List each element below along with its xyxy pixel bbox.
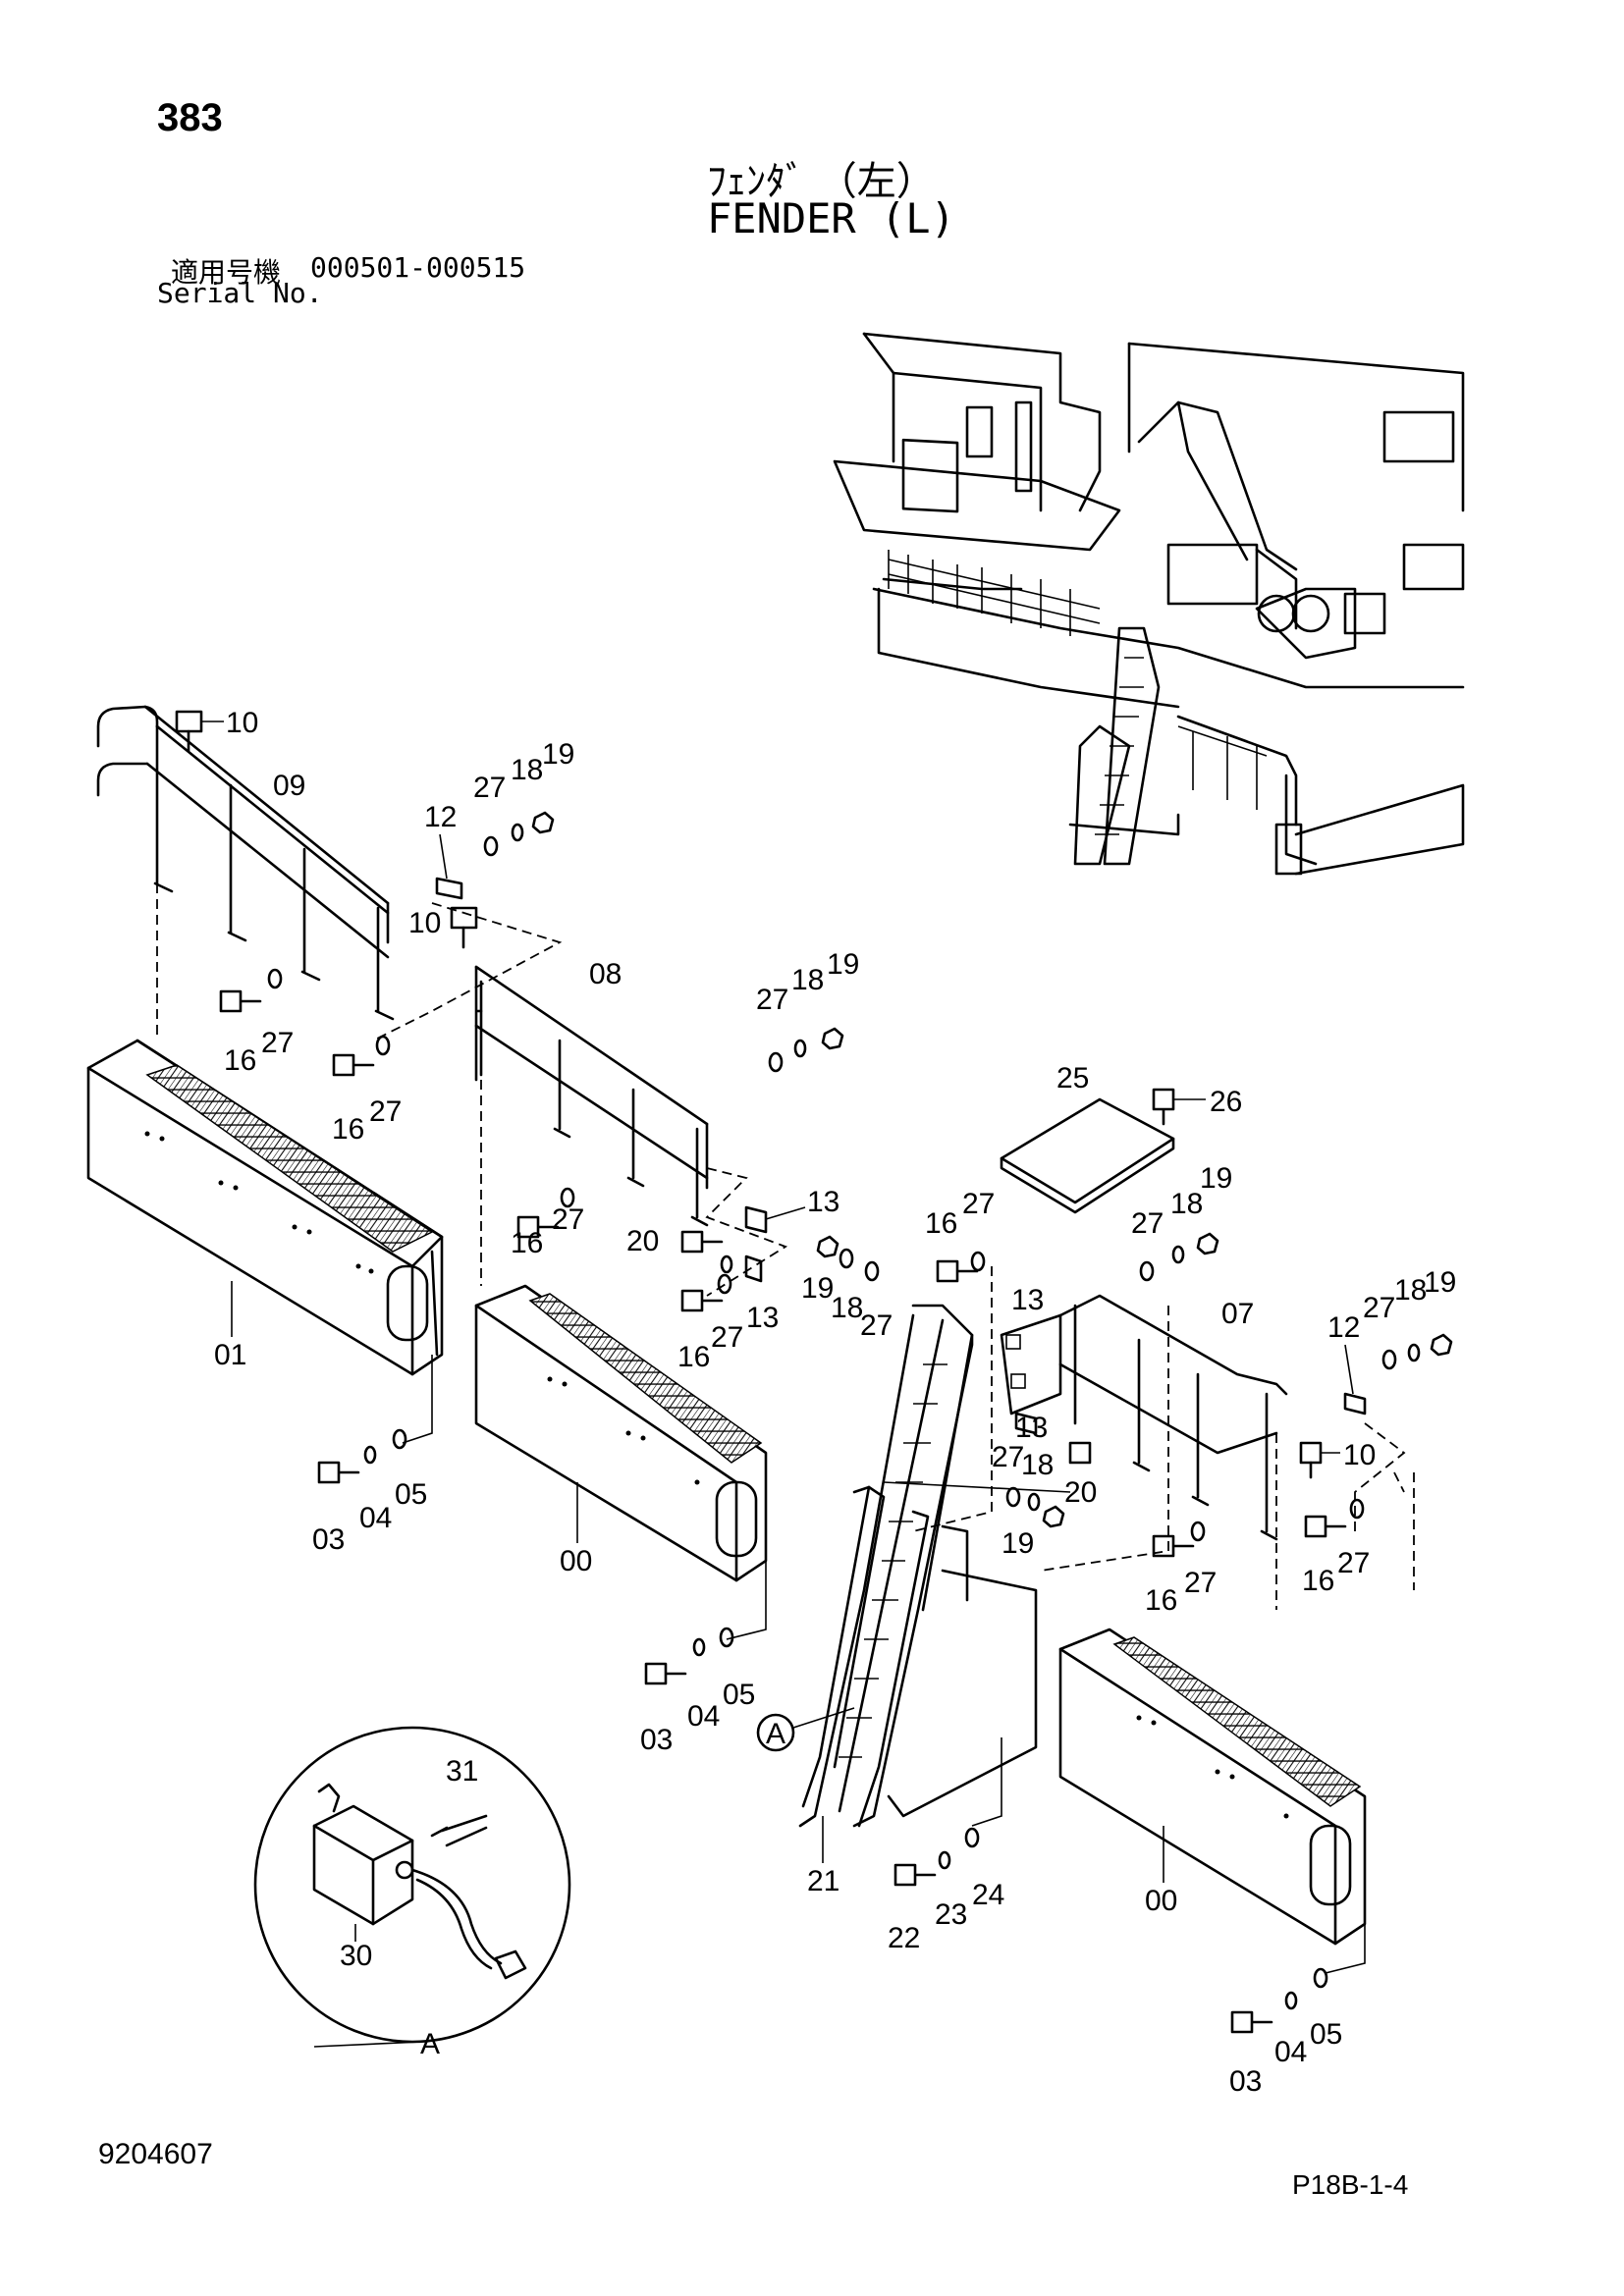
label-18-top: 18: [511, 754, 543, 786]
detail-a-view: [253, 1726, 571, 2048]
label-20-left: 20: [626, 1225, 659, 1257]
ladder-detail-callout: A: [766, 1718, 785, 1750]
label-19-h: 19: [1200, 1162, 1232, 1195]
machine-overview-illustration: [833, 332, 1465, 876]
label-07: 07: [1221, 1298, 1254, 1330]
label-10-mid: 10: [408, 907, 441, 939]
label-27-j: 27: [992, 1441, 1024, 1473]
title-japanese: ﾌｪﾝﾀﾞ （左）: [707, 159, 936, 204]
fender-01: [86, 1039, 444, 1376]
label-12-top: 12: [424, 801, 457, 833]
fender-00-lower-right: [1058, 1628, 1367, 1946]
label-16-g: 16: [1302, 1565, 1334, 1597]
fender-00-middle: [474, 1284, 768, 1582]
label-16-b: 16: [332, 1113, 364, 1146]
label-31: 31: [446, 1755, 478, 1788]
label-19-j: 19: [1001, 1527, 1034, 1560]
handrail-07: [1000, 1294, 1288, 1541]
label-27-g: 27: [962, 1188, 995, 1220]
handrail-09: [96, 705, 395, 1021]
leader-lines: [402, 1355, 1366, 1974]
label-21: 21: [807, 1865, 839, 1897]
label-01: 01: [214, 1339, 246, 1371]
page-code: P18B-1-4: [1292, 2169, 1409, 2200]
label-22: 22: [888, 1922, 920, 1954]
label-27-a: 27: [261, 1027, 294, 1059]
label-16-f: 16: [1145, 1584, 1177, 1617]
serial-label-english: Serial No.: [157, 277, 323, 309]
label-10-top: 10: [226, 707, 258, 739]
detail-a-label: A: [420, 2028, 440, 2060]
label-27-d: 27: [552, 1203, 584, 1236]
label-05-b: 05: [723, 1679, 755, 1711]
label-25: 25: [1056, 1062, 1089, 1095]
label-00-middle: 00: [560, 1545, 592, 1577]
label-27-top: 27: [473, 772, 506, 804]
label-05-c: 05: [1310, 2018, 1342, 2051]
label-00-right: 00: [1145, 1885, 1177, 1917]
label-13-left-b: 13: [746, 1302, 779, 1334]
label-13-right-b: 13: [1015, 1412, 1048, 1444]
label-18-j: 18: [1021, 1449, 1054, 1481]
label-18-h: 18: [1170, 1188, 1203, 1220]
label-10-right: 10: [1343, 1439, 1376, 1471]
label-30: 30: [340, 1940, 372, 1972]
serial-range: 000501-000515: [310, 251, 526, 284]
label-27-e: 27: [711, 1321, 743, 1354]
label-19-top: 19: [542, 738, 574, 771]
label-16-a: 16: [224, 1044, 256, 1077]
label-03-b: 03: [640, 1724, 673, 1756]
label-20-right: 20: [1064, 1476, 1097, 1509]
label-08: 08: [589, 958, 622, 990]
label-19-d: 19: [801, 1272, 834, 1305]
label-19-c: 19: [827, 948, 859, 981]
label-27-k: 27: [1184, 1567, 1217, 1599]
label-27-f: 27: [860, 1309, 893, 1342]
ladder-21: A: [756, 1304, 1038, 1828]
serial-label-japanese: 適用号機: [171, 256, 282, 289]
label-16-e: 16: [925, 1207, 957, 1240]
label-16-d: 16: [677, 1341, 710, 1373]
label-03-c: 03: [1229, 2065, 1262, 2098]
label-03-a: 03: [312, 1523, 345, 1556]
label-16-c: 16: [511, 1227, 543, 1259]
assembly-dash-lines: [156, 883, 1415, 1610]
label-27-i: 27: [1363, 1292, 1395, 1324]
label-24: 24: [972, 1879, 1004, 1911]
label-27-b: 27: [369, 1095, 402, 1128]
label-12-right: 12: [1327, 1311, 1360, 1344]
label-27-c: 27: [756, 984, 788, 1016]
label-13-left: 13: [807, 1186, 839, 1218]
handrail-08: [474, 965, 709, 1227]
drawing-number: 9204607: [98, 2138, 213, 2170]
label-27-h: 27: [1131, 1207, 1164, 1240]
page-number: 383: [157, 96, 223, 139]
label-09: 09: [273, 770, 305, 802]
label-26: 26: [1210, 1086, 1242, 1118]
label-18-d: 18: [831, 1292, 863, 1324]
label-04-b: 04: [687, 1700, 720, 1733]
part-number-labels: 10 09 12 27 18 19 10 16 27 16 27 08 27 1…: [201, 707, 1456, 2098]
label-04-a: 04: [359, 1502, 392, 1534]
label-23: 23: [935, 1898, 967, 1931]
label-18-i: 18: [1394, 1274, 1427, 1307]
label-27-l: 27: [1337, 1547, 1370, 1579]
title-english: FENDER (L): [707, 194, 955, 242]
label-04-c: 04: [1274, 2036, 1307, 2068]
hardware-fasteners: [175, 710, 1453, 2034]
label-05-a: 05: [395, 1478, 427, 1511]
step-plate-25: [1000, 1097, 1175, 1214]
label-13-right: 13: [1011, 1284, 1044, 1316]
label-18-c: 18: [791, 964, 824, 996]
label-19-i: 19: [1424, 1266, 1456, 1299]
